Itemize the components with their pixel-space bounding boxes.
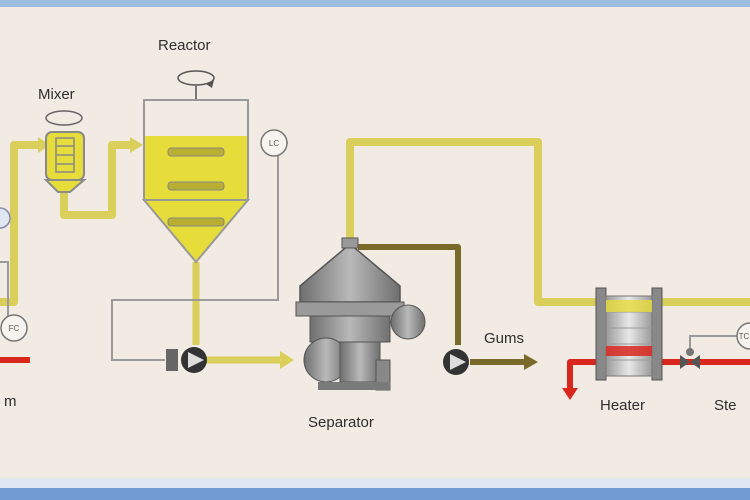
mixer-to-reactor-arrow: [130, 137, 143, 153]
heater-exchanger: [595, 287, 663, 381]
mixer-label: Mixer: [38, 86, 75, 103]
left-partial-label: m: [4, 393, 17, 410]
reactor-label: Reactor: [158, 37, 211, 54]
reactor-pump: [166, 347, 207, 373]
bottom-frame-inner: [0, 478, 750, 488]
separator-label: Separator: [308, 414, 374, 431]
svg-text:LC: LC: [269, 139, 279, 148]
gums-arrow: [524, 354, 538, 370]
steam-arrow: [562, 388, 578, 400]
gums-pump: [443, 349, 469, 375]
steam-label: Ste: [714, 397, 737, 414]
heater-label: Heater: [600, 397, 646, 414]
mixer-to-reactor-line: [60, 141, 132, 219]
flow-control-loop: [0, 261, 9, 318]
bottom-frame-strip: [0, 488, 750, 500]
steam-control-valve: [680, 348, 700, 369]
svg-text:TC: TC: [739, 332, 750, 341]
gums-label: Gums: [484, 330, 525, 347]
separator-centrifuge: [295, 237, 426, 391]
level-control-instrument: LC: [260, 129, 288, 157]
top-frame-strip: [0, 0, 750, 7]
reactor-vessel: [141, 70, 251, 264]
partial-left-instrument: [0, 207, 11, 229]
svg-text:FC: FC: [9, 324, 20, 333]
pump-to-separator-arrow: [280, 351, 294, 369]
gums-line: [358, 244, 461, 345]
feed-arrow: [38, 137, 50, 153]
temp-control-loop: [689, 335, 740, 356]
temp-control-instrument: TC: [736, 322, 750, 350]
mixer-vessel: [43, 110, 87, 193]
flow-control-instrument: FC: [0, 314, 28, 342]
oil-line-to-heater: [346, 138, 600, 306]
